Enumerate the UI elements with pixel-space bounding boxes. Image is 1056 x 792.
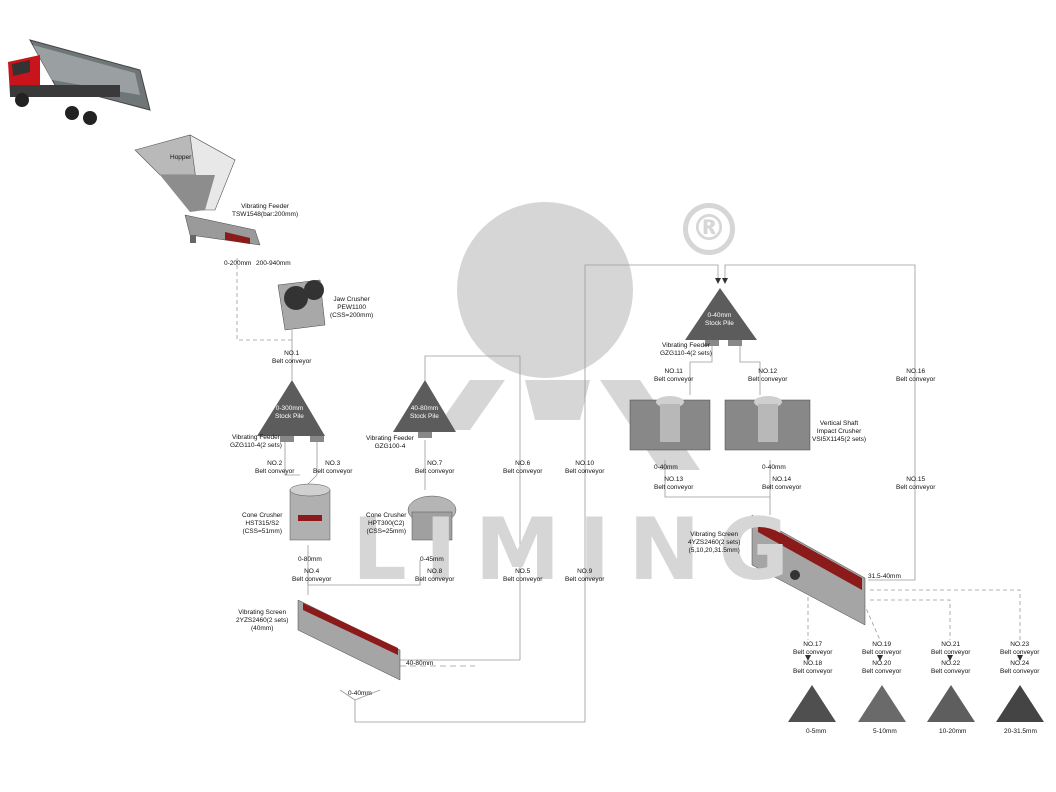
product-pile-icons	[788, 685, 1044, 722]
size-label: 200-940mm	[256, 260, 291, 267]
conveyor-label: NO.16 Belt conveyor	[896, 368, 936, 383]
stock-pile-label: 0-300mm Stock Pile	[275, 405, 304, 420]
pile-feeder-icons	[280, 340, 742, 442]
feeder-label: Vibrating Feeder TSW1548(bar:200mm)	[232, 203, 299, 218]
watermark-text: LIMING	[352, 500, 807, 600]
conveyor-label: NO.24 Belt conveyor	[1000, 660, 1040, 675]
cone-crusher-label: Cone Crusher HST315/S2 (CSS=51mm)	[242, 512, 283, 535]
conveyor-label: NO.19 Belt conveyor	[862, 641, 902, 656]
stock-pile-icons	[257, 288, 757, 436]
flow-lines	[236, 258, 1021, 723]
hopper-icon	[134, 134, 236, 212]
conveyor-label: NO.13 Belt conveyor	[654, 476, 694, 491]
size-label: 40-80mm	[406, 660, 434, 667]
vsi-crusher-icons	[629, 396, 811, 451]
screen-label: Vibrating Screen 4YZS2460(2 sets) (5,10,…	[688, 531, 741, 554]
feeder-label: Vibrating Feeder GZG110-4(2 sets)	[230, 434, 282, 449]
flow-arrows	[715, 278, 1023, 661]
conveyor-label: NO.7 Belt conveyor	[415, 460, 455, 475]
conveyor-label: NO.14 Belt conveyor	[762, 476, 802, 491]
conveyor-label: NO.18 Belt conveyor	[793, 660, 833, 675]
jaw-crusher-label: Jaw Crusher PEW1100 (CSS=200mm)	[330, 296, 374, 319]
cone-crusher-icons	[289, 483, 457, 541]
size-label: 0-80mm	[298, 556, 322, 563]
dump-truck-icon	[8, 39, 151, 125]
conveyor-label: NO.6 Belt conveyor	[503, 460, 543, 475]
conveyor-label: NO.12 Belt conveyor	[748, 368, 788, 383]
conveyor-label: NO.22 Belt conveyor	[931, 660, 971, 675]
screen-label: Vibrating Screen 2YZS2460(2 sets) (40mm)	[236, 609, 289, 632]
conveyor-label: NO.2 Belt conveyor	[255, 460, 295, 475]
product-label: 5-10mm	[873, 728, 897, 735]
cone-crusher-label: Cone Crusher HPT300(C2) (CSS=25mm)	[366, 512, 407, 535]
conveyor-label: NO.11 Belt conveyor	[654, 368, 694, 383]
vsi-label: Vertical Shaft Impact Crusher VSI5X1145(…	[812, 420, 867, 443]
conveyor-label: NO.10 Belt conveyor	[565, 460, 605, 475]
product-label: 10-20mm	[939, 728, 967, 735]
conveyor-label: NO.5 Belt conveyor	[503, 568, 543, 583]
feeder-label: Vibrating Feeder GZG100-4	[366, 435, 414, 450]
stock-pile-label: 40-80mm Stock Pile	[410, 405, 439, 420]
size-label: 31.5-40mm	[868, 573, 901, 580]
conveyor-label: NO.9 Belt conveyor	[565, 568, 605, 583]
size-label: 0-45mm	[420, 556, 444, 563]
vibrating-feeder-icon	[184, 214, 261, 246]
conveyor-label: NO.17 Belt conveyor	[793, 641, 833, 656]
product-label: 20-31.5mm	[1004, 728, 1037, 735]
size-label: 0-200mm	[224, 260, 252, 267]
product-label: 0-5mm	[806, 728, 827, 735]
registered-mark: ®	[683, 203, 735, 255]
vibrating-screen-icons	[297, 514, 866, 681]
stock-pile-label: 0-40mm Stock Pile	[705, 312, 734, 327]
feeder-label: Vibrating Feeder GZG110-4(2 sets)	[660, 342, 712, 357]
conveyor-label: NO.21 Belt conveyor	[931, 641, 971, 656]
size-label: 0-40mm	[762, 464, 786, 471]
size-label: 0-40mm	[654, 464, 678, 471]
size-label: 0-40mm	[348, 690, 372, 697]
conveyor-label: NO.20 Belt conveyor	[862, 660, 902, 675]
conveyor-label: NO.1 Belt conveyor	[272, 350, 312, 365]
conveyor-label: NO.15 Belt conveyor	[896, 476, 936, 491]
hopper-label: Hopper	[170, 154, 192, 161]
conveyor-label: NO.8 Belt conveyor	[415, 568, 455, 583]
conveyor-label: NO.3 Belt conveyor	[313, 460, 353, 475]
conveyor-label: NO.23 Belt conveyor	[1000, 641, 1040, 656]
jaw-crusher-icon	[277, 279, 326, 331]
conveyor-label: NO.4 Belt conveyor	[292, 568, 332, 583]
